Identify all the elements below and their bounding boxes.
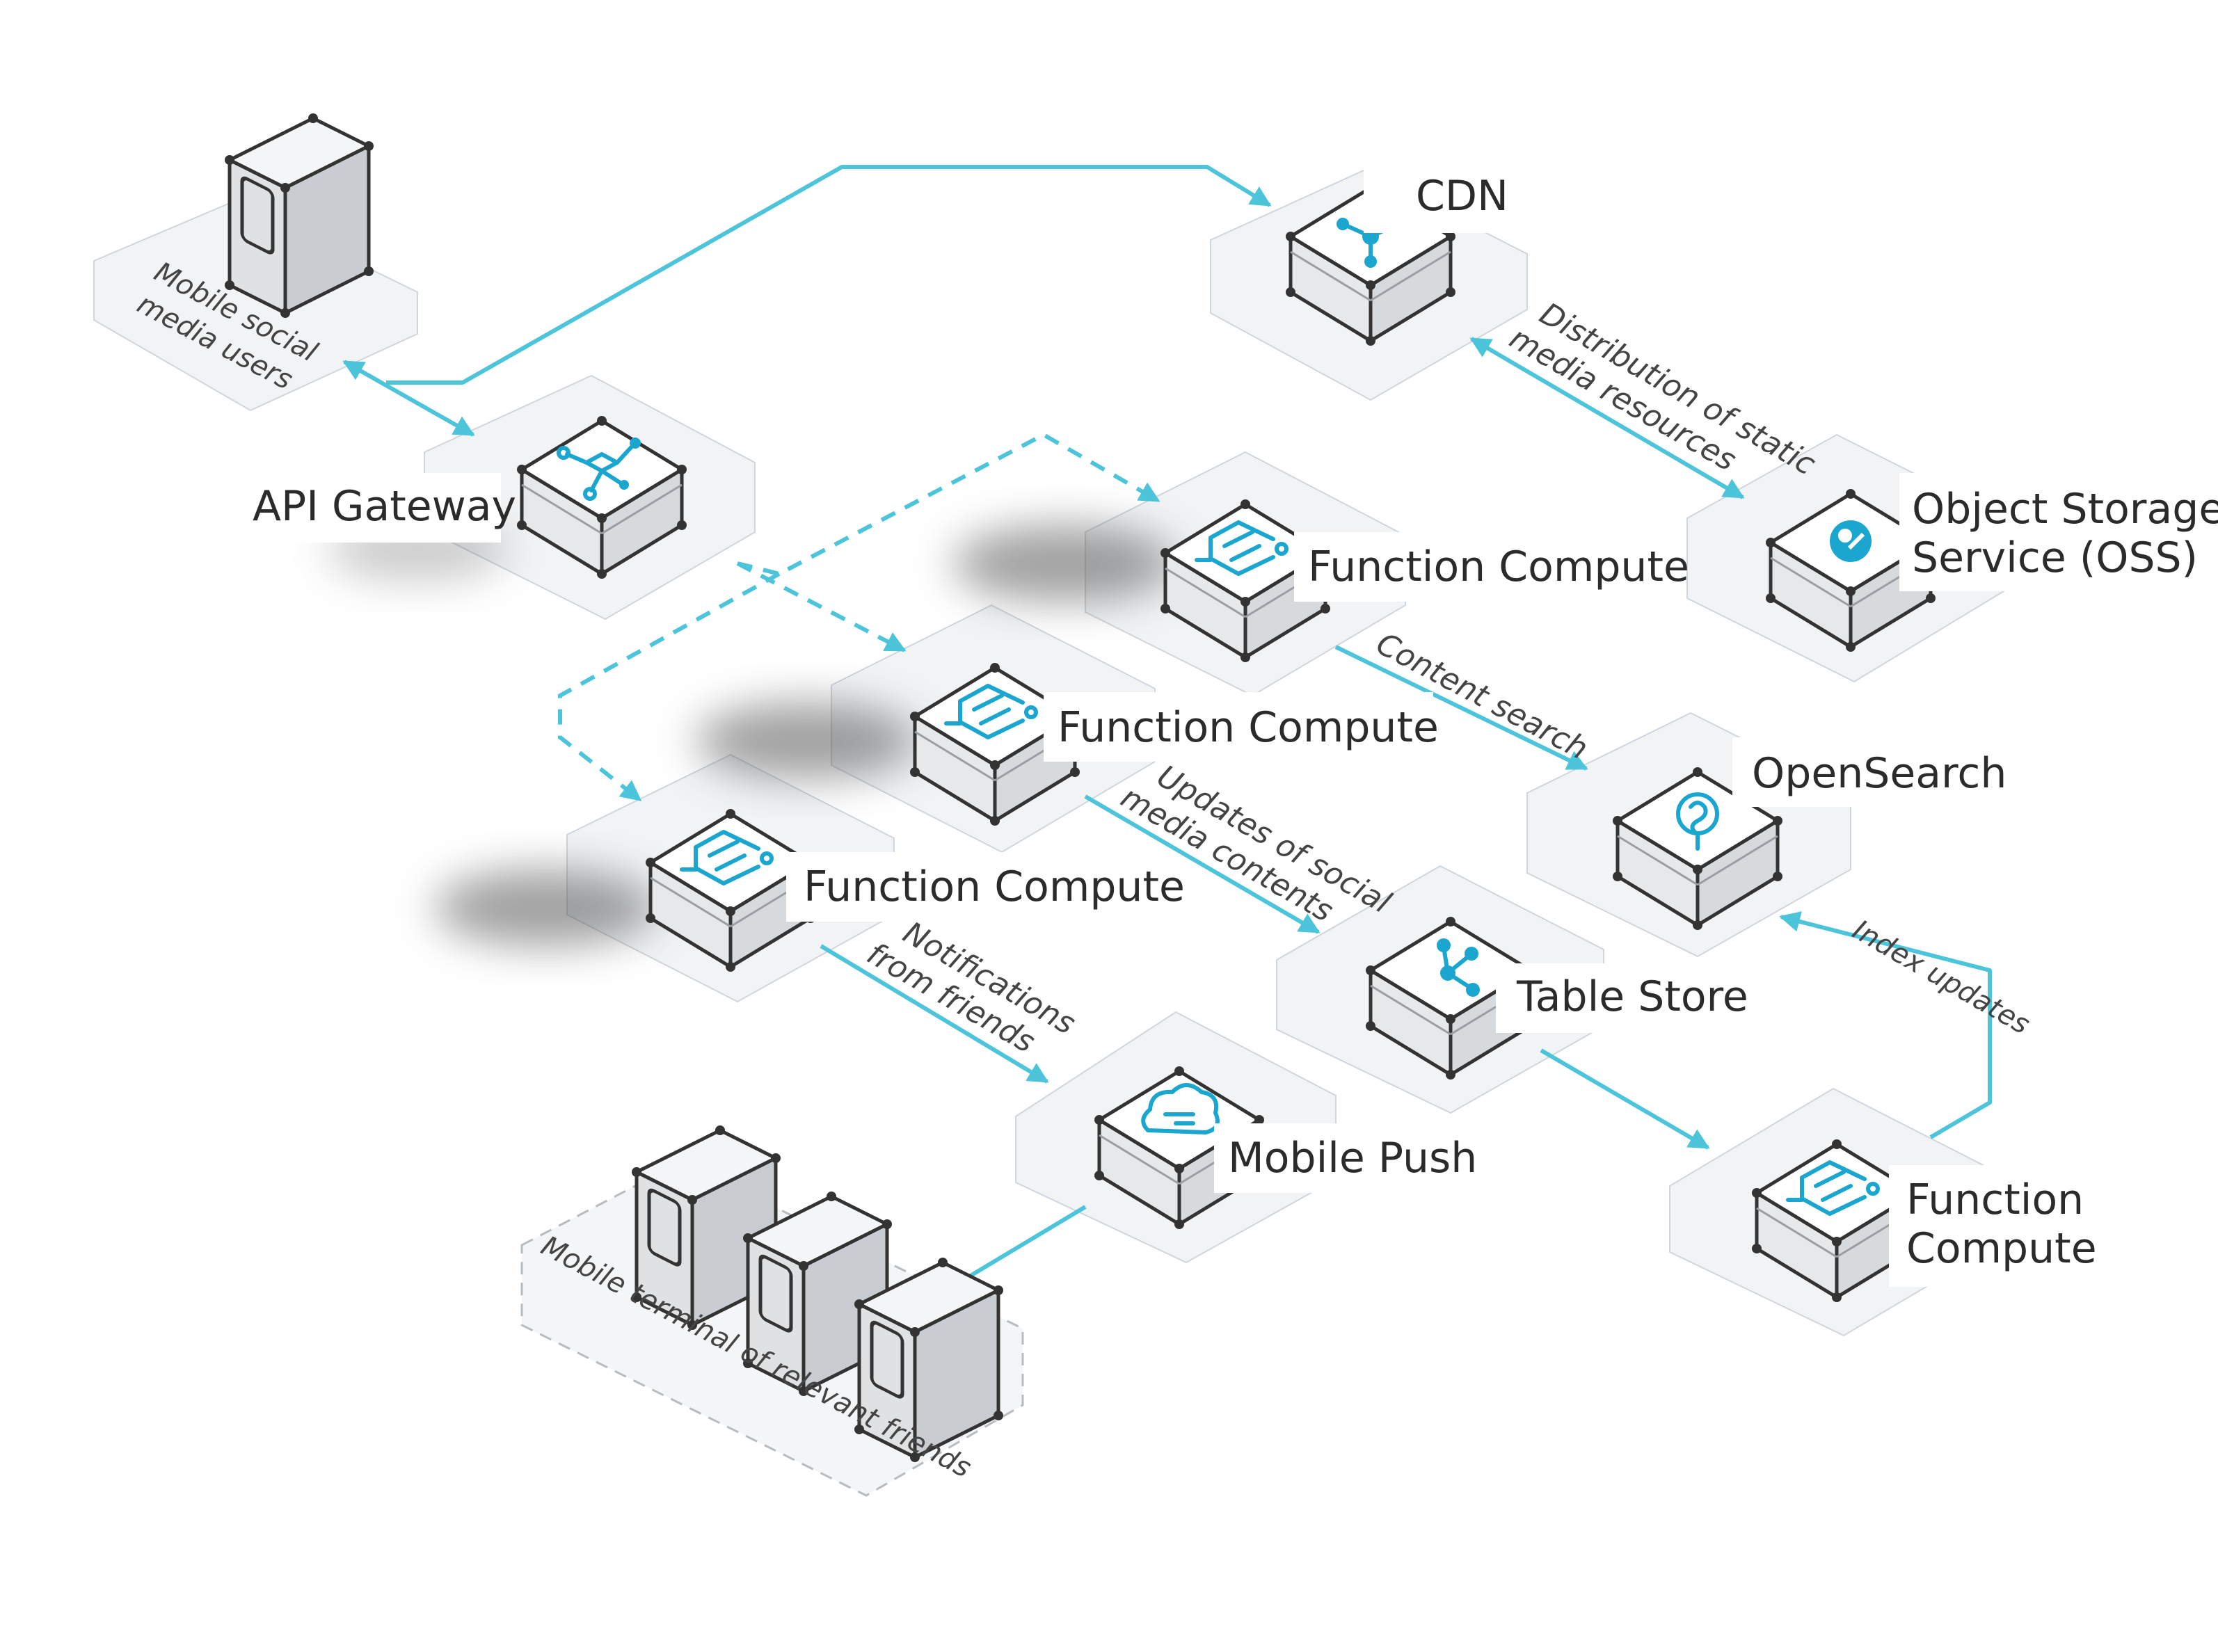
shadow xyxy=(953,525,1176,602)
label-bg xyxy=(1899,473,2218,591)
label-bg xyxy=(786,852,1176,922)
fc-right-label-line2: Compute xyxy=(1906,1224,2097,1273)
shadow xyxy=(435,869,657,946)
opensearch-label: OpenSearch xyxy=(1752,749,2006,798)
mobile-push-box xyxy=(1094,1066,1264,1229)
fc-left-label: Function Compute xyxy=(804,863,1185,911)
oss-label-line2: Service (OSS) xyxy=(1912,534,2198,582)
shadow xyxy=(696,703,918,779)
edge-index-updates xyxy=(1779,911,1992,1139)
label-bg xyxy=(237,473,501,543)
api-gateway-box xyxy=(517,416,687,579)
edge-users-cdn xyxy=(386,165,1272,385)
label-bg xyxy=(1364,157,1538,233)
label-bg xyxy=(1889,1165,2098,1287)
opensearch-box xyxy=(1613,767,1782,930)
fc-mid-label: Function Compute xyxy=(1058,703,1439,752)
api-gateway-icon xyxy=(557,438,641,501)
index-updates-edge-label: Index updates xyxy=(1847,914,2035,1041)
fc-right-label-line1: Function xyxy=(1906,1176,2084,1224)
edge-table-to-fc-right xyxy=(1540,1048,1710,1150)
fc-top-label: Function Compute xyxy=(1308,543,1689,591)
edge-api-fc-left xyxy=(558,572,781,802)
table-store-icon xyxy=(1437,938,1480,997)
mobile-push-icon xyxy=(1141,1083,1220,1134)
edge-users-api-gateway xyxy=(342,360,475,437)
label-bg xyxy=(1496,963,1753,1033)
edge-api-fc-mid xyxy=(736,561,907,652)
mobile-push-label: Mobile Push xyxy=(1228,1134,1477,1182)
index-updates-label: Index updates xyxy=(1847,914,2035,1041)
label-bg xyxy=(1044,692,1433,762)
edge-cdn-oss xyxy=(1469,337,1745,499)
oss-box xyxy=(1766,489,1936,652)
edge-notifications xyxy=(820,944,1049,1084)
edge-updates xyxy=(1084,794,1321,934)
opensearch-icon xyxy=(1676,792,1719,851)
label-bg xyxy=(1732,737,2004,807)
edge-api-fc-top xyxy=(737,432,1160,577)
label-bg xyxy=(1294,532,1684,602)
table-store-label: Table Store xyxy=(1516,972,1748,1021)
api-gateway-label: API Gateway xyxy=(253,482,516,531)
oss-label-line1: Object Storage xyxy=(1912,485,2218,534)
table-store-box xyxy=(1366,917,1535,1080)
label-bg xyxy=(1214,1123,1478,1193)
oss-icon xyxy=(1830,520,1872,562)
cdn-label: CDN xyxy=(1416,172,1508,220)
edge-content-search xyxy=(1334,645,1588,771)
